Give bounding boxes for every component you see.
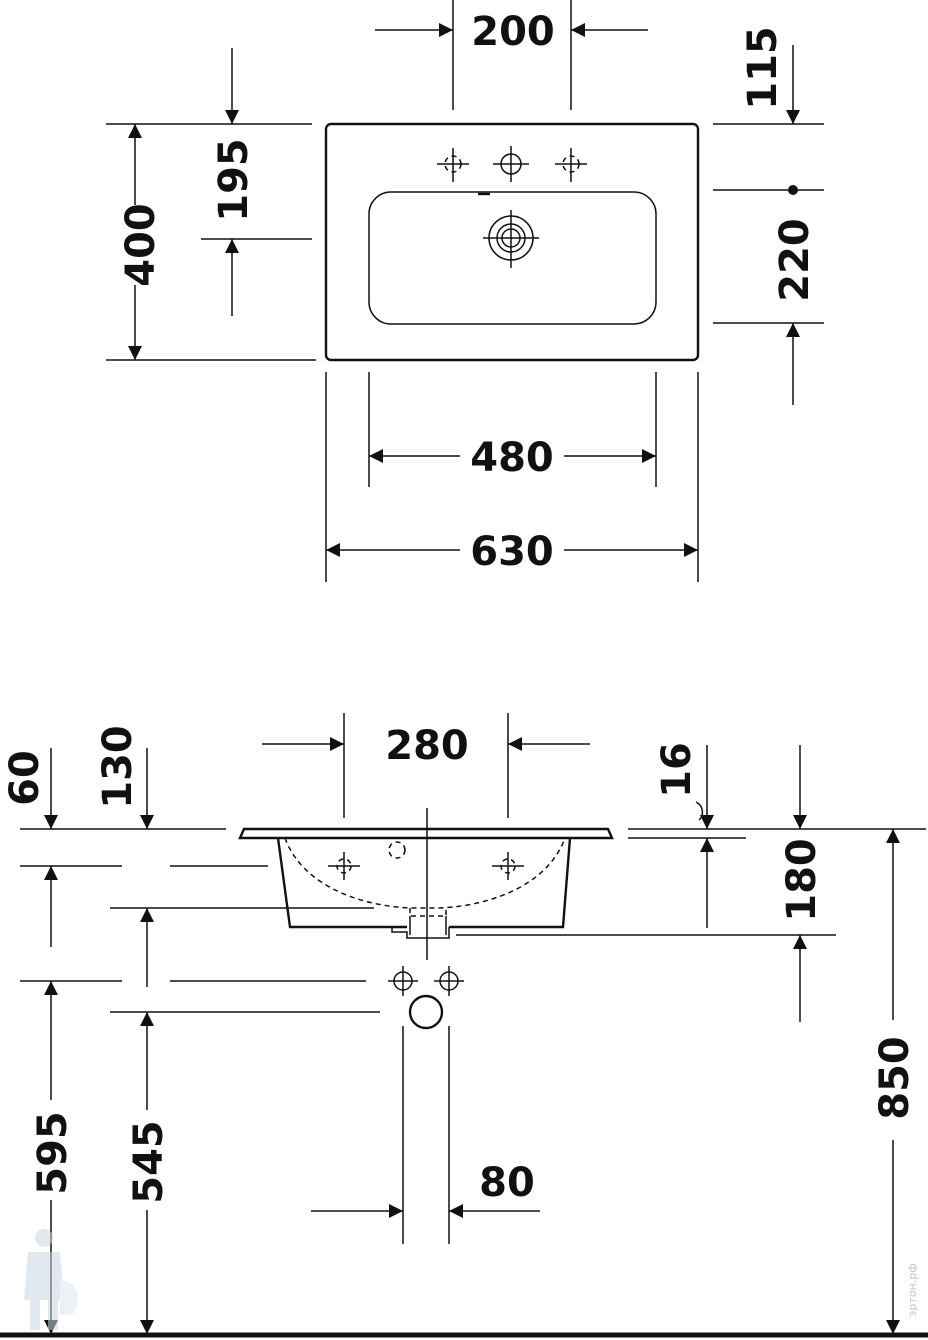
tap-hole-left-icon [437,148,469,182]
top-view: 200 115 400 195 [106,0,824,582]
dim-label-bowl-width: 480 [470,435,554,481]
dim-label-basin-depth: 400 [118,203,164,287]
dim-label-floor-to-rim: 850 [872,1036,918,1120]
tap-hole-right-icon [555,148,587,182]
dim-label-floor-to-supply: 595 [30,1111,76,1195]
drain-icon [483,210,539,268]
dim-waste-height: 130 [95,725,154,987]
inner-bowl-dashed [284,837,566,909]
dim-waste-diameter: 80 [311,1160,540,1218]
supply-valve-left-icon [388,966,418,996]
rim-outline [238,827,614,840]
dim-basin-depth: 400 [106,123,316,361]
dim-floor-to-waste: 545 [126,1012,172,1334]
dim-label-floor-to-waste: 545 [126,1120,172,1204]
dim-top-offset: 60 [2,748,58,947]
basin-body-outline [276,837,572,929]
bowl-outline [368,191,657,325]
dim-label-overflow-from-back: 195 [211,138,257,222]
dim-tap-spacing: 200 [375,0,648,110]
overflow-icon [388,841,406,859]
dim-label-tap-spacing: 200 [471,9,555,55]
dim-label-tap-from-back: 115 [740,26,786,110]
dim-label-bowl-opening: 280 [385,723,469,769]
dim-overall-width: 630 [325,372,699,582]
dim-label-waste-diameter: 80 [479,1160,535,1206]
dim-label-waste-height: 130 [95,725,141,809]
tap-hole-center-icon [493,146,529,182]
dim-tap-from-back: 115 [713,26,824,195]
dim-label-top-offset: 60 [2,750,48,806]
dim-basin-height: 180 [779,745,825,1022]
dim-floor-to-supply: 595 [30,981,76,1334]
supply-valve-right-icon [434,966,464,996]
dim-label-basin-height: 180 [779,838,825,922]
dim-label-overall-width: 630 [470,529,554,575]
dim-label-drain-to-front: 220 [772,218,818,302]
waste-pipe-icon [402,994,450,1244]
watermark-mascot [24,1229,78,1330]
side-tap-right-icon [492,852,524,880]
basin-outline [324,122,700,362]
dim-bowl-opening: 280 [262,713,590,818]
dim-label-rim-thickness: 16 [654,742,700,798]
side-tap-left-icon [328,852,360,880]
dim-overflow-from-back: 195 [201,48,312,316]
dim-floor-to-rim: 850 [872,829,918,1334]
dim-bowl-width: 480 [368,372,657,487]
dim-rim-thickness: 16 [654,742,714,928]
dim-drain-to-front: 220 [713,218,824,405]
side-view: 280 60 130 16 180 [0,713,928,1338]
watermark-text: эртон.рф [906,1263,919,1316]
